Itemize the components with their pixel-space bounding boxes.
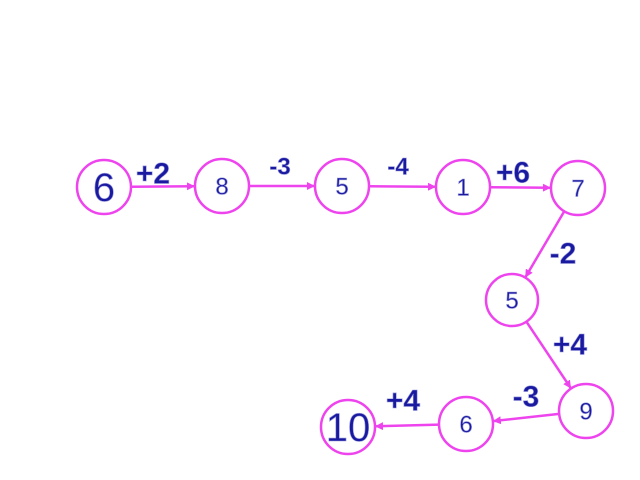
number-node: 9	[557, 382, 615, 440]
number-node: 6	[437, 395, 495, 453]
edge-label: -3	[513, 381, 540, 414]
edge-label: -3	[269, 154, 290, 181]
number-node: 8	[193, 157, 251, 215]
node-value: 6	[93, 166, 115, 210]
edge-label: +4	[553, 329, 588, 362]
edge-labels-layer: +2 -3 -4 +6 -2 +4 -3 +4	[136, 153, 588, 418]
node-circle	[437, 395, 495, 453]
node-circle	[313, 157, 371, 215]
node-circle	[557, 382, 615, 440]
node-circle	[434, 158, 492, 216]
node-value: 8	[215, 174, 228, 201]
node-value: 10	[326, 406, 371, 450]
node-value: 7	[571, 176, 584, 203]
node-value: 6	[459, 412, 472, 439]
node-circle	[75, 158, 133, 216]
edge-label: -2	[550, 238, 577, 271]
nodes-layer: 6 8 5 1 7 5 9 6 10	[75, 157, 615, 456]
node-value: 9	[579, 399, 592, 426]
arrow-n0-to-n1	[130, 182, 196, 191]
number-node: 1	[434, 158, 492, 216]
edge-label: -4	[387, 154, 409, 181]
number-node: 10	[319, 398, 377, 456]
node-circle	[484, 272, 540, 328]
edge-label: +2	[136, 158, 170, 191]
arrow-n3-to-n4	[489, 183, 552, 192]
node-circle	[319, 398, 377, 456]
arrow-n2-to-n3	[368, 182, 437, 191]
arrow-n6-to-n7	[492, 412, 560, 425]
arrow-n7-to-n8	[374, 422, 440, 431]
edge-label: +4	[386, 385, 421, 418]
number-node: 5	[313, 157, 371, 215]
edge-label: +6	[496, 157, 530, 190]
number-node: 7	[549, 159, 607, 217]
node-value: 5	[505, 288, 518, 315]
arrow-n5-to-n6	[525, 320, 572, 389]
node-circle	[549, 159, 607, 217]
node-circle	[193, 157, 251, 215]
node-value: 1	[456, 175, 469, 202]
node-value: 5	[335, 174, 348, 201]
number-node: 5	[484, 272, 540, 328]
number-node: 6	[75, 158, 133, 216]
edges-layer	[130, 182, 572, 431]
arrow-n4-to-n5	[524, 210, 566, 278]
